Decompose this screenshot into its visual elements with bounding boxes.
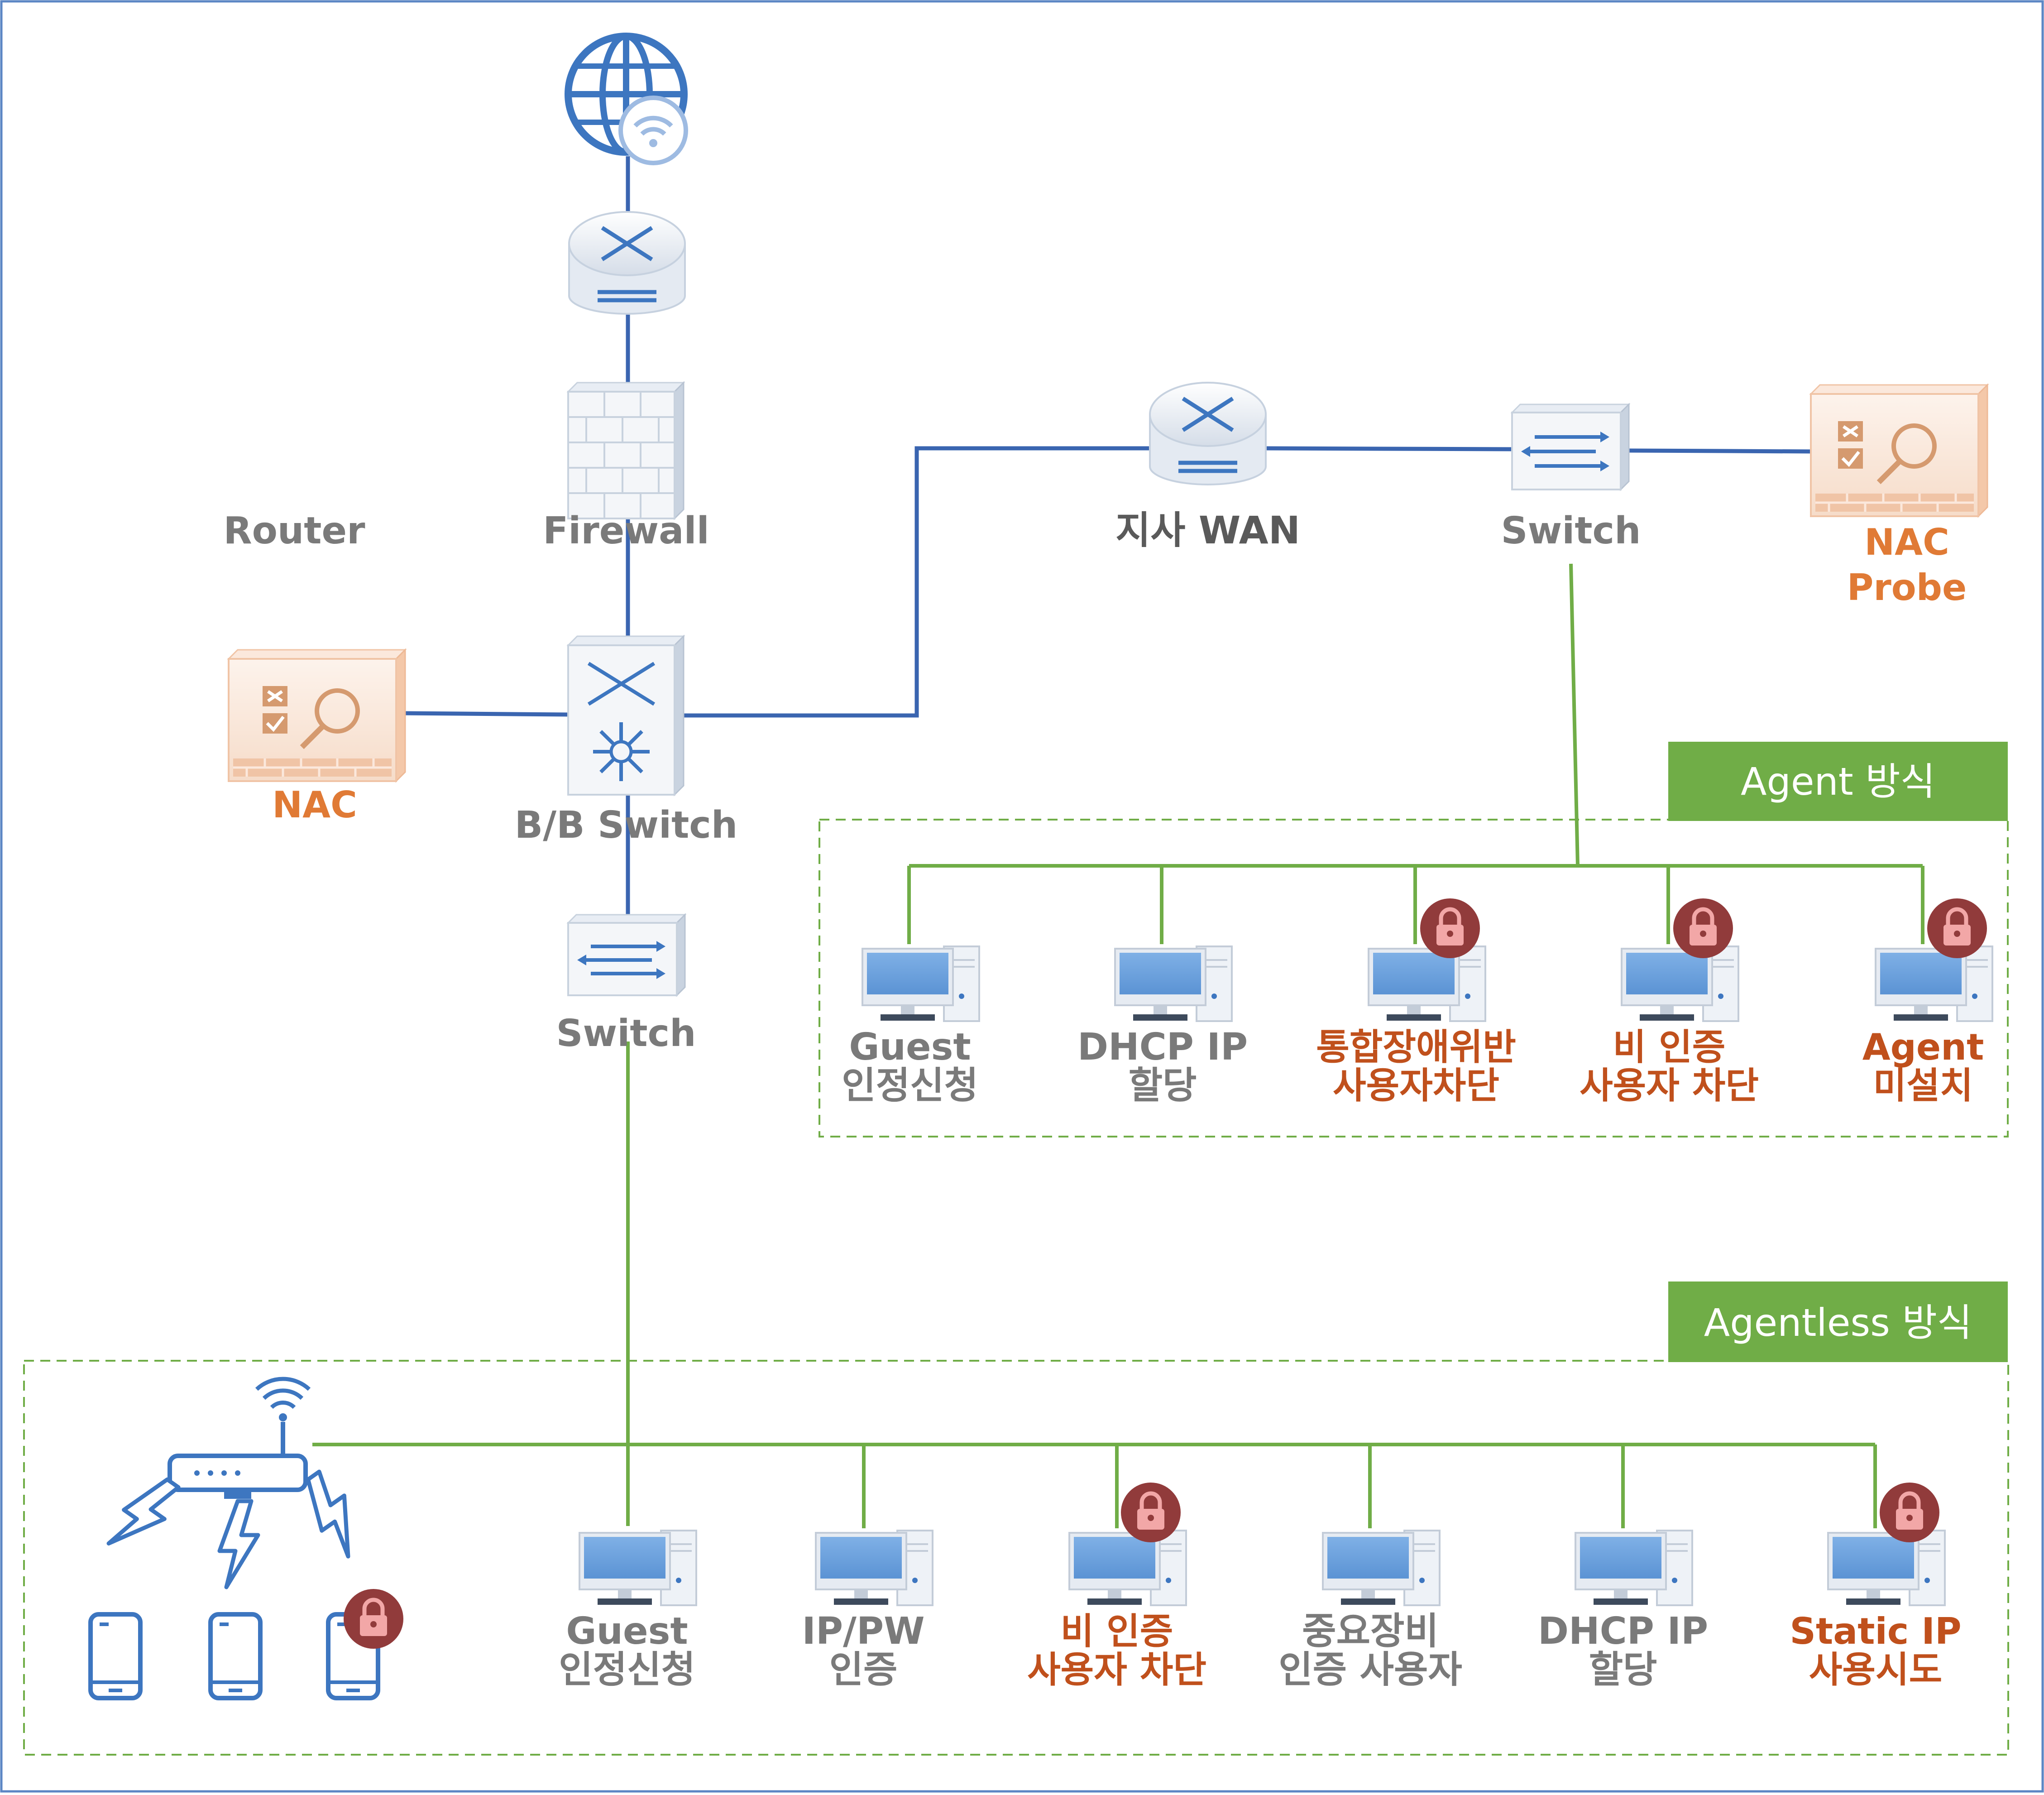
nac-probe-label-line1: NAC (1864, 521, 1949, 563)
pc-label-line1: IP/PW (802, 1610, 924, 1653)
agent-section-header: Agent 방식 (1668, 742, 2008, 821)
pc-label-line2: 사용시도 (1809, 1649, 1942, 1691)
agent-header-label: Agent 방식 (1741, 759, 1935, 804)
branch-wan-label: 지사 WAN (1115, 508, 1300, 552)
pc-label-line1: 비 인증 (1061, 1610, 1173, 1652)
pc-label-line1: DHCP IP (1538, 1610, 1708, 1653)
lock-icon (1927, 898, 1987, 958)
pc-label-line2: 할당 (1129, 1064, 1197, 1107)
pc-label-line2: 인증 사용자 (1278, 1648, 1462, 1691)
access-links (312, 563, 1924, 1528)
core-switch-icon (566, 634, 685, 797)
pc-label-line1: 통합장애위반 (1316, 1026, 1516, 1068)
firewall-label: Firewall (543, 509, 709, 552)
switch-icon (566, 913, 687, 997)
agentless-group-box (23, 1360, 2009, 1756)
pc-label-line1: DHCP IP (1077, 1026, 1248, 1069)
agentless-section-header: Agentless 방식 (1668, 1281, 2008, 1362)
router-label: Router (223, 509, 365, 552)
smartphone-icon (88, 1612, 143, 1700)
pc-label-line1: Guest (849, 1026, 971, 1069)
lightning-icon (106, 1477, 181, 1545)
pc-label-line1: 비 인증 (1613, 1026, 1726, 1068)
lock-icon (1880, 1483, 1939, 1542)
bb-switch-label: B/B Switch (515, 804, 738, 847)
agentless-header-label: Agentless 방식 (1704, 1301, 1972, 1345)
switch-top-label: Switch (1501, 509, 1641, 552)
pc-label-line1: Agent (1862, 1026, 1984, 1068)
phone-group (88, 1589, 403, 1700)
pc-label-line1: 중요장비 (1302, 1610, 1439, 1653)
smartphone-icon (326, 1589, 403, 1700)
router-icon (1149, 382, 1267, 485)
wifi-router-icon (168, 1377, 311, 1499)
lock-icon (1121, 1483, 1181, 1542)
pc-label-line2: 인정신청 (559, 1648, 695, 1691)
pc-label-line2: 인증 (829, 1648, 898, 1691)
nac-appliance-icon (1809, 383, 1989, 518)
pc-label-line2: 미설치 (1873, 1065, 1973, 1107)
nac-probe-label-line2: Probe (1847, 566, 1967, 609)
pc-label-line2: 사용자 차단 (1580, 1065, 1759, 1107)
pc-label-line2: 사용자차단 (1333, 1065, 1499, 1107)
pc-label-line2: 사용자 차단 (1027, 1649, 1206, 1691)
switch-icon (1510, 403, 1631, 491)
firewall-icon (566, 381, 685, 520)
nac-appliance-icon (227, 648, 407, 783)
pc-label-line1: Guest (566, 1610, 688, 1653)
lightning-icon (306, 1469, 350, 1559)
switch-mid-label: Switch (556, 1012, 696, 1055)
agent-group-box (819, 819, 2009, 1137)
pc-label-line2: 인정신청 (842, 1064, 978, 1107)
smartphone-icon (208, 1612, 263, 1700)
nac-label: NAC (272, 784, 357, 826)
lock-icon (1673, 898, 1733, 958)
lightning-icon (217, 1499, 260, 1589)
backbone-links (402, 156, 1811, 915)
globe-wifi-icon (565, 33, 688, 165)
pc-label-line1: Static IP (1790, 1610, 1961, 1652)
router-icon (568, 211, 686, 315)
pc-label-line2: 할당 (1589, 1648, 1657, 1691)
lock-icon (344, 1589, 403, 1649)
lock-icon (1420, 898, 1480, 958)
